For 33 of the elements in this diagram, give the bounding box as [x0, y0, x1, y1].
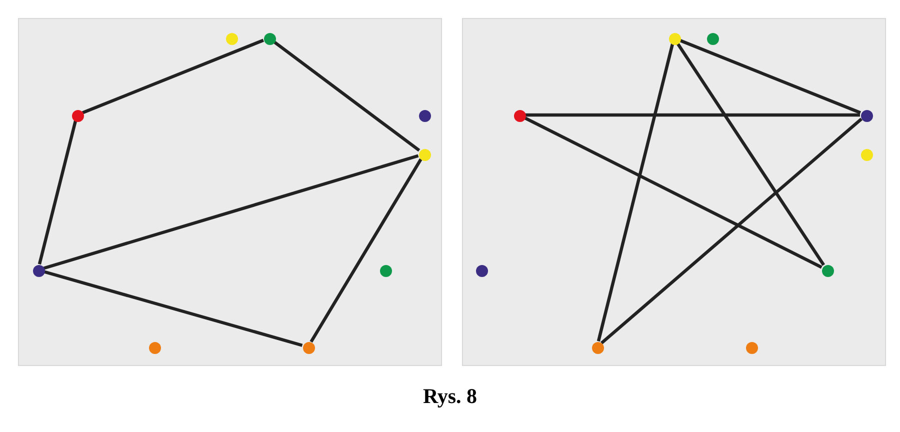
connector-line	[43, 154, 419, 270]
connector-line	[82, 38, 264, 114]
dot	[861, 110, 873, 122]
dot	[419, 110, 431, 122]
connector-line	[600, 118, 862, 344]
connector-line	[676, 42, 826, 266]
panel	[462, 18, 886, 366]
dot	[476, 265, 488, 277]
dot	[707, 33, 719, 45]
dot	[419, 149, 431, 161]
panel	[18, 18, 442, 366]
dot	[861, 149, 873, 161]
dot	[303, 342, 315, 354]
connector-line	[38, 120, 78, 265]
dot	[514, 110, 526, 122]
connector-line	[678, 38, 862, 114]
dot	[592, 342, 604, 354]
dot	[264, 33, 276, 45]
dot	[380, 265, 392, 277]
connector-line	[525, 113, 860, 117]
dot	[72, 110, 84, 122]
dot	[33, 265, 45, 277]
figure-caption: Rys. 8	[422, 384, 478, 409]
connector-line	[43, 270, 303, 347]
connector-line	[524, 116, 822, 269]
dot	[149, 342, 161, 354]
connector-line	[596, 43, 674, 342]
dot	[822, 265, 834, 277]
dot	[226, 33, 238, 45]
connector-line	[272, 40, 420, 152]
dot	[669, 33, 681, 45]
connector-line	[310, 158, 422, 343]
dot	[746, 342, 758, 354]
